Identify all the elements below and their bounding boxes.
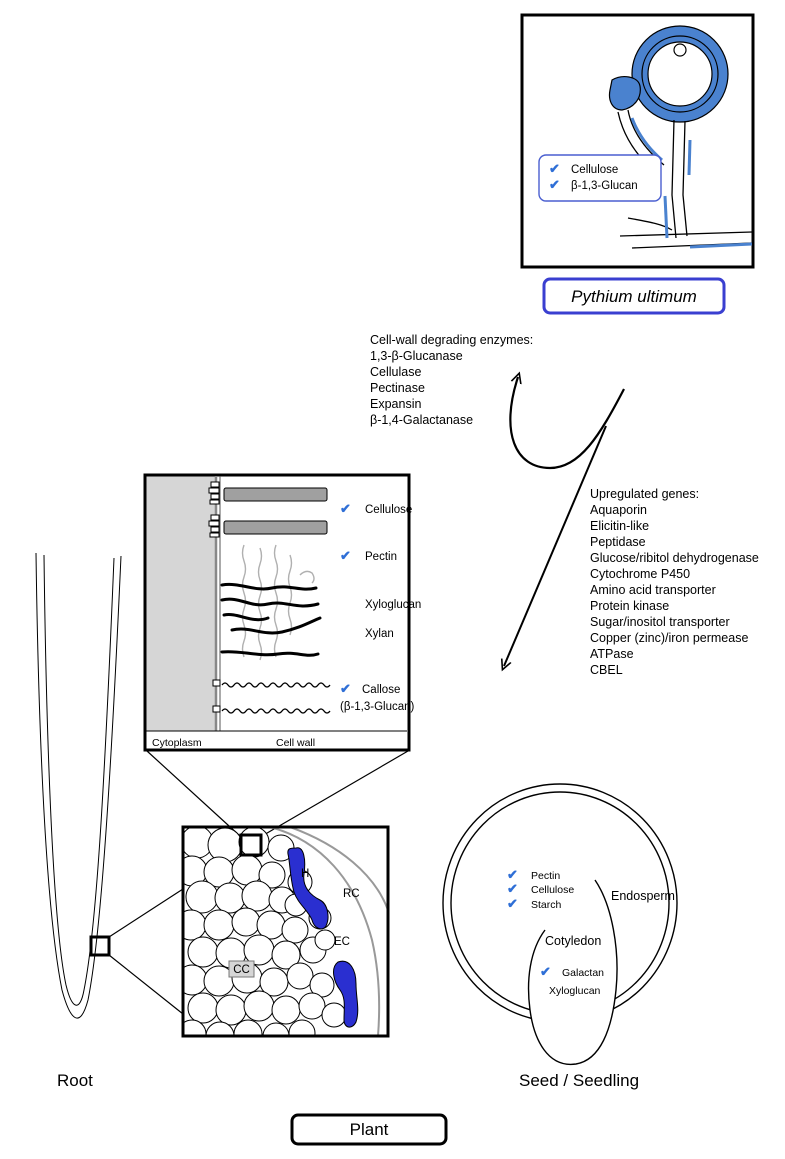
pythium-component: Cellulose (571, 164, 618, 176)
endosperm-label: Endosperm (611, 889, 675, 903)
gene-item: Copper (zinc)/iron permease (590, 631, 748, 645)
enzymes-heading: Cell-wall degrading enzymes: (370, 333, 533, 347)
check-icon: ✔ (507, 881, 518, 896)
root-cap-boundary (269, 827, 381, 1036)
gene-item: Aquaporin (590, 503, 647, 517)
enzyme-item: Pectinase (370, 381, 425, 395)
cortical-cell-label: CC (233, 964, 250, 976)
gene-item: Amino acid transporter (590, 583, 716, 597)
cotyledon-component: Galactan (562, 967, 604, 979)
gene-item: Elicitin-like (590, 519, 649, 533)
pythium-panel: ✔ Cellulose ✔ β-1,3-Glucan (520, 13, 755, 269)
endosperm-component: Pectin (531, 870, 560, 882)
enzyme-item: 1,3-β-Glucanase (370, 349, 463, 363)
gene-item: CBEL (590, 663, 623, 677)
root-zoom-marker (89, 935, 111, 957)
gene-item: Glucose/ribitol dehydrogenase (590, 551, 759, 565)
pythium-title-box (542, 277, 726, 315)
genes-heading: Upregulated genes: (590, 487, 699, 501)
hypha (287, 847, 329, 930)
cotyledon-outline (527, 879, 618, 1065)
endosperm-component: Cellulose (531, 884, 574, 896)
check-icon: ✔ (507, 896, 518, 911)
sporangium (608, 76, 641, 111)
gene-item: ATPase (590, 647, 634, 661)
gene-item: Protein kinase (590, 599, 669, 613)
hyphal-wall-coating (630, 117, 753, 249)
pectin-label: Pectin (365, 551, 397, 563)
callose-label: Callose (362, 684, 400, 696)
xyloglucan-label: Xyloglucan (365, 599, 421, 611)
root-cells (183, 827, 347, 1036)
zoom-line (108, 954, 184, 1015)
gene-item: Sugar/inositol transporter (590, 615, 730, 629)
curved-arrow (509, 377, 625, 470)
root-cap-label: RC (343, 888, 360, 900)
pythium-component: β-1,3-Glucan (571, 180, 638, 192)
cortical-cell-label-box (228, 960, 255, 978)
enzyme-item: Expansin (370, 397, 421, 411)
callose-sublabel: (β-1,3-Glucan) (340, 701, 415, 713)
diagonal-arrow (504, 425, 607, 666)
epidermal-cell-label: EC (334, 936, 350, 948)
hemicellulose-chains (220, 582, 322, 657)
enzymes-list: Cell-wall degrading enzymes: 1,3-β-Gluca… (370, 333, 533, 427)
cell-wall-panel: ✔ Cellulose ✔ Pectin Xyloglucan Xylan ✔ … (143, 473, 421, 752)
oospore (631, 25, 729, 123)
xylan-label: Xylan (365, 628, 394, 640)
root-section-panel: CC H RC EC (181, 825, 390, 1038)
gene-item: Cytochrome P450 (590, 567, 690, 581)
enzyme-item: β-1,4-Galactanase (370, 413, 473, 427)
zoom-line (261, 750, 409, 837)
enzyme-item: Cellulase (370, 365, 421, 379)
root-outline (35, 552, 122, 1019)
cytoplasm-label: Cytoplasm (152, 737, 202, 749)
seed-caption: Seed / Seedling (519, 1071, 639, 1090)
check-icon: ✔ (540, 964, 551, 979)
epidermis-boundary (289, 827, 388, 911)
hypha (333, 960, 359, 1028)
endosperm-component: Starch (531, 899, 562, 911)
seed-diagram: ✔ Pectin ✔ Cellulose ✔ Starch Endosperm … (442, 783, 678, 1065)
pythium-legend (538, 154, 662, 202)
cell-wall-zoom-marker (239, 833, 263, 857)
cell-wall-label: Cell wall (276, 737, 315, 749)
check-icon: ✔ (549, 177, 560, 192)
callose-chains (212, 679, 331, 714)
cotyledon-component: Xyloglucan (549, 985, 601, 997)
zoom-line (108, 888, 184, 938)
cytoplasm-region (146, 476, 217, 731)
cotyledon-label: Cotyledon (545, 934, 601, 948)
genes-list: Upregulated genes: Aquaporin Elicitin-li… (590, 487, 759, 677)
plant-title-box (290, 1113, 448, 1146)
check-icon: ✔ (507, 867, 518, 882)
check-icon: ✔ (549, 161, 560, 176)
cellulose-label: Cellulose (365, 504, 412, 516)
check-icon: ✔ (340, 548, 351, 563)
root-caption: Root (57, 1071, 93, 1090)
hyphae-label: H (301, 868, 309, 880)
check-icon: ✔ (340, 501, 351, 516)
plant-title: Plant (350, 1120, 389, 1139)
check-icon: ✔ (340, 681, 351, 696)
cellulose-fibrils (208, 481, 328, 538)
zoom-line (146, 750, 241, 837)
gene-item: Peptidase (590, 535, 646, 549)
pythium-title: Pythium ultimum (571, 287, 697, 306)
